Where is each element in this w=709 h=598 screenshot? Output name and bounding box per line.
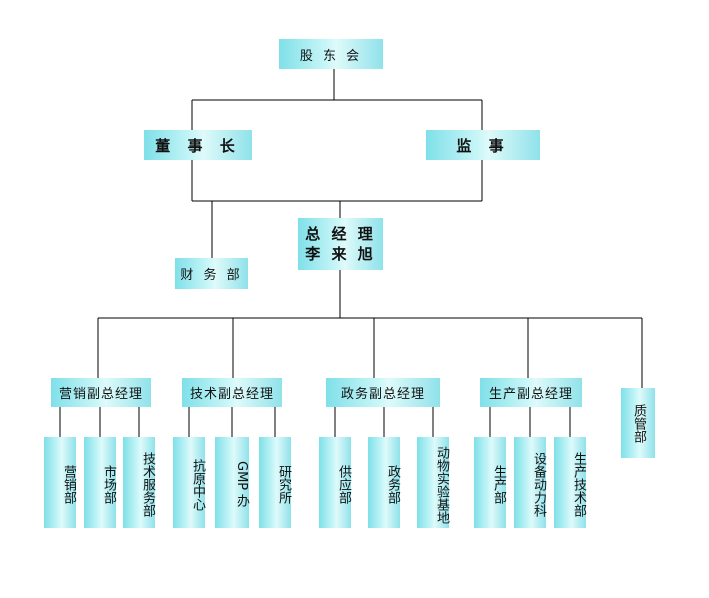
finance-box: 财 务 部 — [175, 258, 248, 289]
dept-box: 营销部 — [44, 437, 76, 528]
general-manager-title: 总 经 理 — [305, 225, 376, 243]
dept-box: 设备动力科 — [514, 437, 546, 528]
dept-box: GMP 办 — [215, 437, 249, 528]
vp-technology-box: 技术副总经理 — [182, 378, 282, 407]
vp-production-box: 生产副总经理 — [480, 378, 582, 407]
chairman-box: 董 事 长 — [144, 130, 252, 160]
dept-box: 生产技术部 — [554, 437, 586, 528]
general-manager-name: 李 来 旭 — [305, 245, 376, 263]
vp-government-box: 政务副总经理 — [326, 378, 440, 407]
dept-box: 技术服务部 — [123, 437, 155, 528]
quality-dept-box: 质管部 — [621, 388, 655, 458]
general-manager-box: 总 经 理 李 来 旭 — [298, 218, 383, 270]
supervisor-box: 监 事 — [426, 130, 540, 160]
dept-box: 抗原中心 — [173, 437, 205, 528]
vp-marketing-box: 营销副总经理 — [51, 378, 151, 407]
shareholders-box: 股 东 会 — [279, 39, 383, 69]
dept-box: 生产部 — [474, 437, 506, 528]
dept-box: 研究所 — [259, 437, 291, 528]
dept-box: 供应部 — [319, 437, 351, 528]
dept-box: 市场部 — [84, 437, 116, 528]
dept-box: 动物实验基地 — [417, 437, 449, 528]
dept-box: 政务部 — [368, 437, 400, 528]
